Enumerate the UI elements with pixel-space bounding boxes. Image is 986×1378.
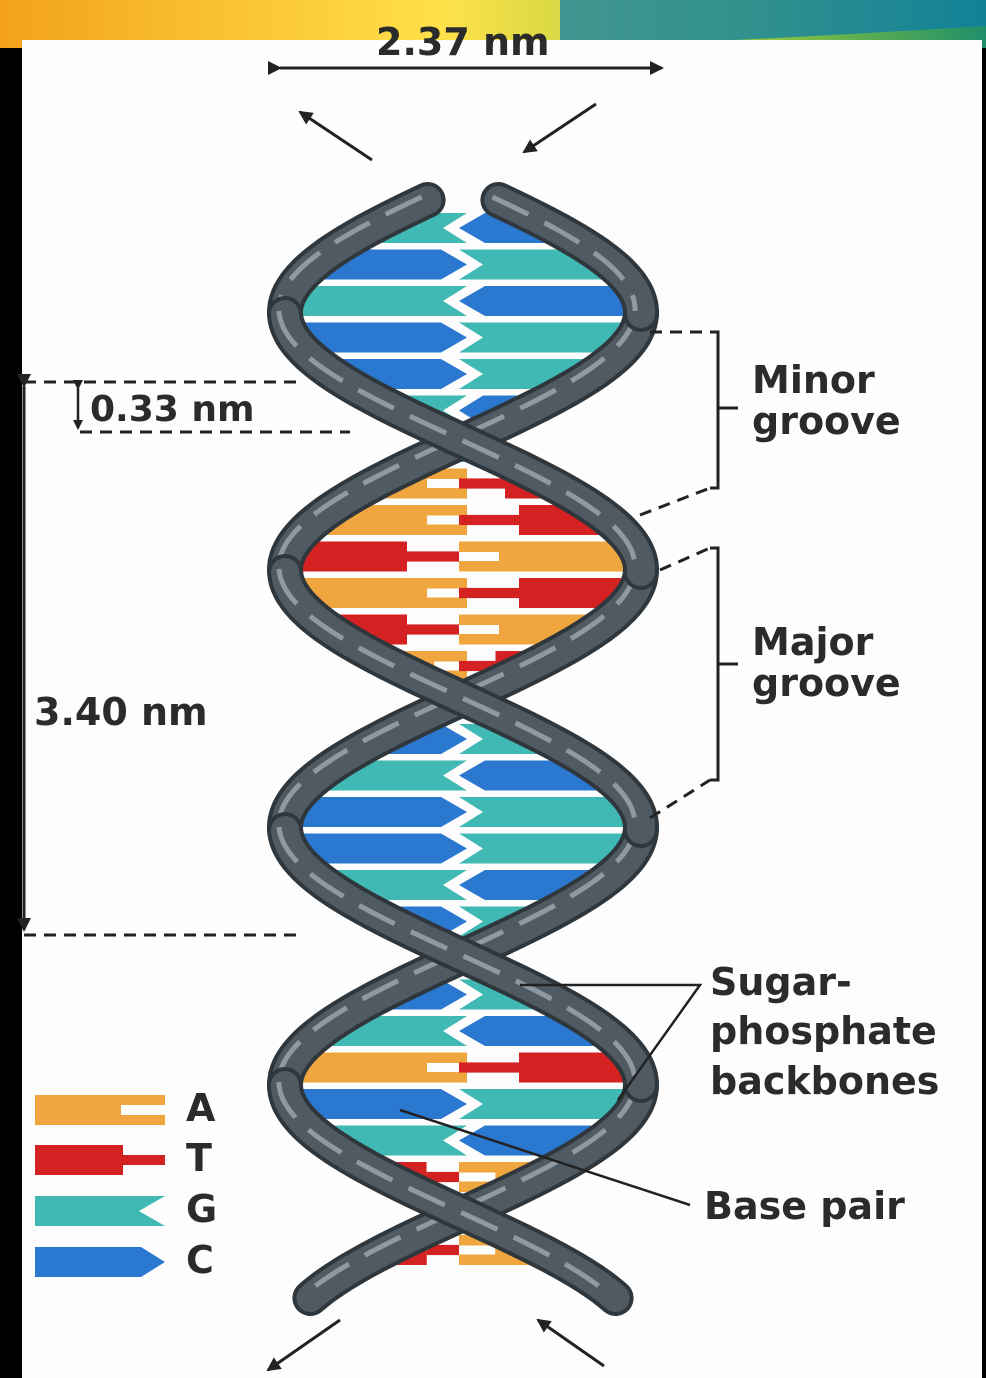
major-groove-dashed-line bbox=[650, 780, 710, 818]
legend-label-a: A bbox=[186, 1088, 215, 1129]
legend-icon-a bbox=[35, 1095, 165, 1125]
legend-label-g: G bbox=[186, 1189, 217, 1230]
base-rise-label: 0.33 nm bbox=[90, 391, 255, 430]
helix-width-label: 2.37 nm bbox=[376, 22, 550, 63]
legend-icon-c bbox=[35, 1247, 165, 1277]
base-t-tab bbox=[407, 624, 467, 634]
major-groove-label: Major groove bbox=[752, 622, 901, 704]
base-pair-rung bbox=[291, 834, 635, 864]
base-t-tab bbox=[459, 588, 519, 598]
major-groove-bracket bbox=[710, 548, 738, 780]
base-t-tab bbox=[407, 551, 467, 561]
legend-icon-g bbox=[35, 1196, 165, 1226]
backbones-label-line3: backbones bbox=[710, 1057, 939, 1106]
major-groove-label-line2: groove bbox=[752, 663, 901, 704]
base-t-tab bbox=[459, 1062, 519, 1072]
base-a-notch bbox=[459, 625, 499, 634]
minor-groove-dashed-line bbox=[640, 488, 710, 515]
base-a-notch bbox=[459, 1173, 495, 1182]
minor-groove-bracket bbox=[710, 332, 738, 488]
base-g bbox=[287, 286, 467, 316]
base-pair-rung bbox=[292, 578, 634, 608]
minor-groove-label-line1: Minor bbox=[752, 360, 901, 401]
base-t-tab bbox=[459, 515, 519, 525]
base-pair-rung bbox=[290, 1089, 636, 1119]
strand-b-front-segment bbox=[279, 827, 641, 1085]
legend-icon-t bbox=[35, 1145, 165, 1175]
strand-a-front-segment bbox=[279, 569, 641, 830]
legend-icons bbox=[35, 1095, 165, 1277]
legend-label-c: C bbox=[186, 1240, 214, 1281]
base-a-notch bbox=[459, 552, 499, 561]
backbones-label-line1: Sugar- bbox=[710, 958, 939, 1007]
base-pair-rung bbox=[287, 286, 640, 316]
major-groove-label-line1: Major bbox=[752, 622, 901, 663]
major-groove-dashed-line bbox=[660, 548, 710, 570]
base-c bbox=[459, 286, 639, 316]
helix-pitch-label: 3.40 nm bbox=[34, 692, 208, 733]
base-pair-label: Base pair bbox=[704, 1186, 905, 1227]
strand-end-arrow bbox=[538, 1320, 604, 1366]
backbones-label-line2: phosphate bbox=[710, 1007, 939, 1056]
strand-end-arrow bbox=[268, 1320, 340, 1370]
strand-end-arrow bbox=[524, 104, 596, 152]
legend-label-t: T bbox=[186, 1138, 212, 1179]
base-t-tab bbox=[459, 478, 505, 488]
minor-groove-label-line2: groove bbox=[752, 401, 901, 442]
sugar-phosphate-backbone-strands bbox=[279, 197, 641, 1298]
base-pair-rung bbox=[293, 323, 632, 353]
strand-end-arrow bbox=[300, 112, 372, 160]
base-pair-rung bbox=[287, 542, 638, 572]
base-pair-rung bbox=[289, 1053, 637, 1083]
minor-groove-label: Minor groove bbox=[752, 360, 901, 442]
base-pair-rung bbox=[288, 797, 638, 827]
base-a-notch bbox=[459, 1246, 495, 1255]
sugar-phosphate-backbones-label: Sugar- phosphate backbones bbox=[710, 958, 939, 1106]
